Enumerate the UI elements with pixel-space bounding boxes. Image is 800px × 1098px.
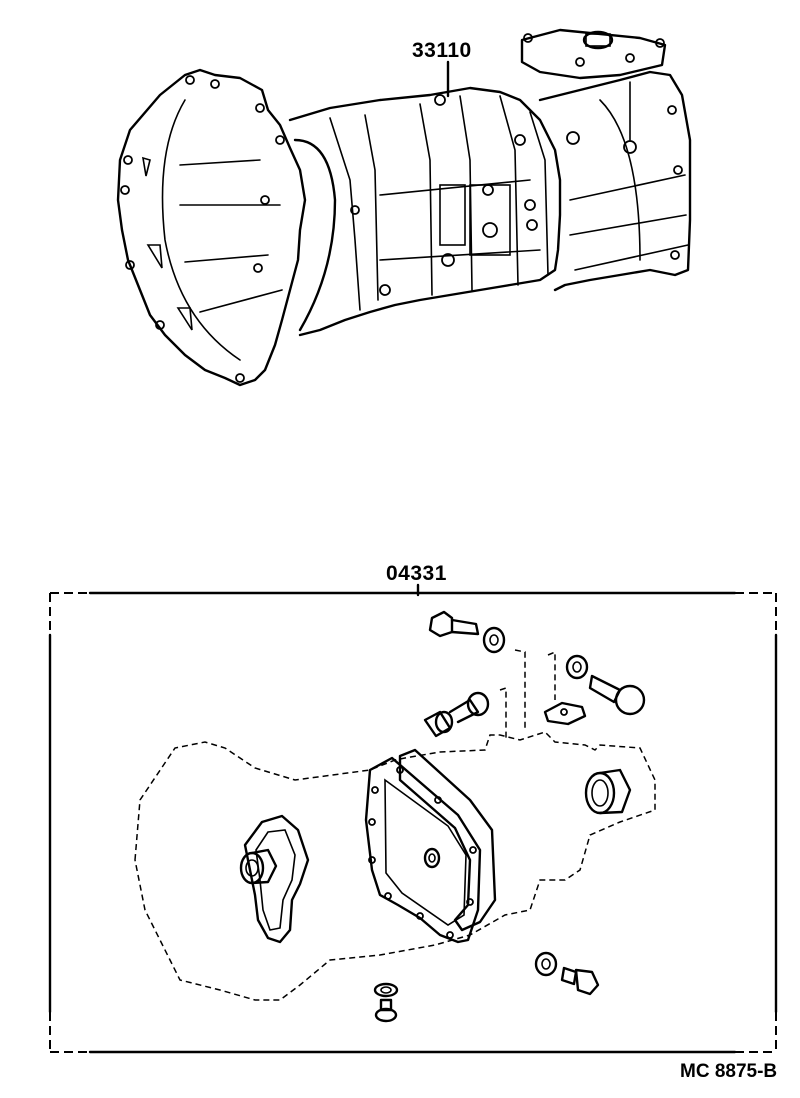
washer-top-right [565, 654, 589, 680]
part-number-label-transmission: 33110 [412, 39, 472, 62]
guide-line-left-2 [499, 686, 507, 740]
drain-washer [534, 951, 558, 977]
drain-plug [560, 966, 600, 996]
case-gasket-holes [368, 766, 477, 939]
plug-top-right [588, 674, 646, 716]
flange-bolt-holes [120, 75, 285, 383]
case-gasket [398, 748, 497, 932]
bell-housing-flange [116, 68, 307, 387]
part-number-label-gasket-kit: 04331 [386, 562, 447, 585]
extension-housing [538, 70, 692, 292]
kit-boundary-box [48, 591, 778, 1054]
guide-line-left [514, 649, 526, 730]
filler-washer [373, 982, 399, 998]
rear-oil-seal [584, 768, 632, 815]
shift-lever-retainer [520, 28, 667, 80]
illustration-reference-code: MC 8875-B [680, 1061, 778, 1082]
transmission-case [288, 86, 562, 337]
front-oil-seal [239, 848, 278, 885]
speedometer-sleeve [423, 691, 490, 738]
bell-housing-inner [161, 99, 241, 361]
filler-plug [374, 998, 398, 1023]
guide-line-right [547, 650, 556, 700]
bolt-top-left [428, 610, 480, 638]
washer-top [482, 626, 506, 654]
center-plug [423, 847, 441, 869]
front-bearing-retainer-gasket [243, 814, 310, 944]
phantom-transmission-outline [134, 731, 656, 1001]
case-front-flange [293, 138, 337, 332]
shift-retainer-gasket [543, 701, 587, 726]
